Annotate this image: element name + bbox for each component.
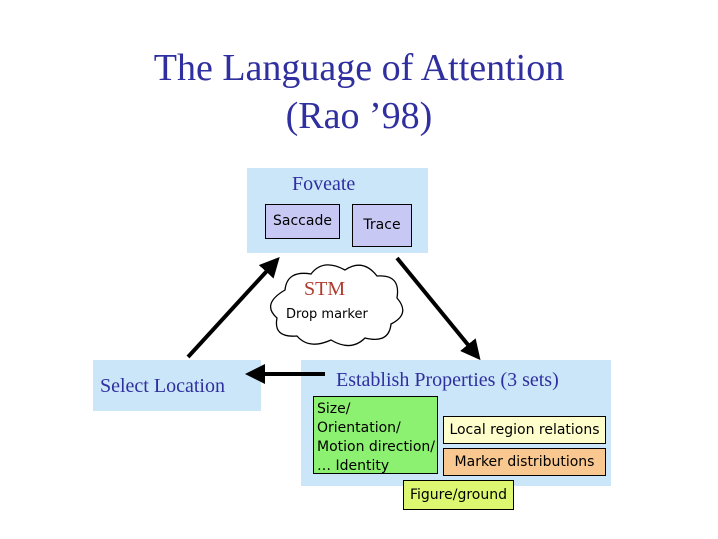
establish-properties-heading: Establish Properties (3 sets) — [336, 369, 559, 391]
stm-cloud-outline — [269, 264, 404, 347]
foveate-heading: Foveate — [292, 173, 356, 195]
feature-line-orientation: Orientation/ — [317, 420, 401, 436]
select-location-panel — [93, 360, 261, 411]
local-region-relations-box: Local region relations — [443, 416, 606, 444]
feature-line-identity: … Identity — [317, 458, 390, 474]
feature-line-size: Size/ — [317, 401, 351, 417]
feature-line-motion-direction: Motion direction/ — [317, 439, 435, 455]
figure-ground-box: Figure/ground — [403, 480, 514, 510]
marker-distributions-box: Marker distributions — [443, 448, 606, 476]
slide-title-line-2: (Rao ’98) — [285, 95, 433, 137]
stm-label: STM — [304, 278, 346, 300]
select-location-heading: Select Location — [100, 375, 225, 397]
saccade-box: Saccade — [265, 204, 340, 239]
slide-title-line-1: The Language of Attention — [153, 47, 565, 89]
arrow-foveate-to-establish — [395, 256, 481, 361]
stm-cloud-shape — [269, 264, 404, 347]
drop-marker-label: Drop marker — [286, 307, 368, 322]
trace-box: Trace — [352, 204, 412, 247]
arrow-select-to-foveate — [186, 257, 280, 359]
feature-properties-box: Size/ Orientation/ Motion direction/ … I… — [313, 396, 438, 474]
